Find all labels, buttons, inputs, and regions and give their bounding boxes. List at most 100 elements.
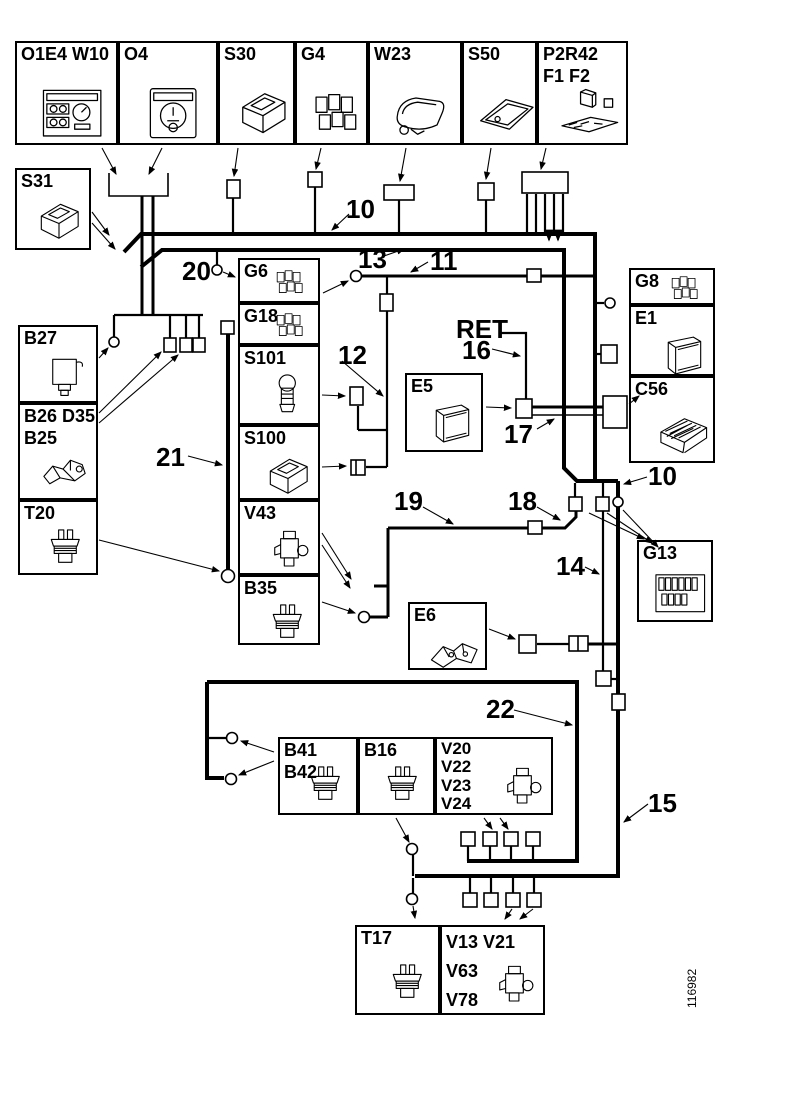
component-box-S101: S101 [238, 345, 320, 425]
component-box-V13-V21-V63-V78: V13 V21 V63 V78 [440, 925, 545, 1015]
wire-number-label: 19 [394, 486, 423, 516]
component-box-E1: E1 [629, 305, 715, 376]
wire-number-label: 22 [486, 694, 515, 724]
component-box-W23: W23 [368, 41, 462, 145]
component-box-S50: S50 [462, 41, 537, 145]
component-label: O1E4 W10 [21, 44, 110, 64]
component-art-switch3d [241, 93, 286, 134]
component-box-O4: O4 [118, 41, 218, 145]
component-box-V20-V22-V23-V24: V20 V22 V23 V24 [435, 737, 553, 815]
component-label: E6 [414, 605, 437, 625]
component-label: B41 B42 [284, 740, 318, 782]
component-art-lamp [396, 97, 445, 135]
component-label: S50 [468, 44, 501, 64]
component-art-sensor [392, 964, 422, 998]
component-art-canister [52, 358, 83, 396]
component-art-connblock [671, 275, 698, 299]
component-box-B27: B27 [18, 325, 98, 403]
wire-number-label: 12 [338, 340, 367, 370]
component-label: G8 [635, 271, 660, 291]
component-label: T17 [361, 928, 393, 948]
wire-number-label: RET [456, 314, 508, 344]
component-art-module [435, 404, 470, 443]
component-box-P2-R42-F1-F2: P2R42 F1 F2 [537, 41, 628, 145]
component-label: C56 [635, 379, 669, 399]
component-box-G8: G8 [629, 268, 715, 305]
component-box-C56: C56 [629, 376, 715, 463]
doc-number: 116982 [685, 969, 699, 1008]
component-box-S31: S31 [15, 168, 91, 250]
component-box-V43: V43 [238, 500, 320, 575]
bus-lines [122, 232, 620, 878]
component-art-stalk [278, 374, 296, 413]
wire-number-label: 20 [182, 256, 211, 286]
component-label: B35 [244, 578, 278, 598]
component-art-switch3d [269, 458, 308, 494]
component-label: O4 [124, 44, 149, 64]
component-label: V43 [244, 503, 277, 523]
component-art-module [667, 336, 702, 375]
component-label: S101 [244, 348, 287, 368]
component-box-E5: E5 [405, 373, 483, 452]
component-box-B26-D35-B25: B26 D35 B25 [18, 403, 98, 500]
component-art-switch3d [40, 203, 79, 239]
component-box-G13: G13 [637, 540, 713, 622]
component-box-T20: T20 [18, 500, 98, 575]
component-box-G4: G4 [295, 41, 368, 145]
component-art-bracket [430, 643, 478, 668]
component-art-relayfuse [560, 88, 618, 133]
wire-number-label: 15 [648, 788, 677, 818]
component-box-S30: S30 [218, 41, 295, 145]
component-box-E6: E6 [408, 602, 487, 670]
component-box-G18: G18 [238, 303, 320, 345]
wire-number-label: 16 [462, 335, 491, 365]
component-box-G6: G6 [238, 258, 320, 303]
component-art-sensor [387, 766, 417, 800]
bracket-connector [108, 173, 169, 197]
component-label: P2R42 F1 F2 [543, 44, 599, 86]
component-art-valve [274, 530, 309, 567]
component-art-heater [660, 418, 708, 454]
component-label: B27 [24, 328, 58, 348]
component-label: B26 D35 B25 [24, 406, 96, 448]
component-box-B35: B35 [238, 575, 320, 645]
component-art-cluster [42, 89, 101, 137]
arrow-wires [544, 229, 563, 242]
component-label: W23 [374, 44, 412, 64]
component-label: B16 [364, 740, 398, 760]
component-label: G6 [244, 261, 269, 281]
component-label: S30 [224, 44, 257, 64]
component-label: V13 V21 V63 V78 [446, 932, 516, 1011]
wire-connectors [108, 171, 628, 908]
wire-number-label: 21 [156, 442, 185, 472]
wire-number-label: 14 [556, 551, 585, 581]
component-art-plate [479, 99, 534, 130]
component-label: S31 [21, 171, 54, 191]
component-box-S100: S100 [238, 425, 320, 500]
branch-wires [140, 196, 618, 646]
component-art-connblock [314, 93, 356, 130]
component-label: G13 [643, 543, 678, 563]
component-art-sensor [50, 529, 80, 563]
component-art-valve [499, 965, 534, 1002]
component-box-T17: T17 [355, 925, 440, 1015]
component-art-gauge [149, 88, 197, 139]
component-label: G4 [301, 44, 326, 64]
component-box-B16: B16 [358, 737, 435, 815]
component-art-valve [507, 767, 542, 804]
wire-number-label: 10 [346, 194, 375, 224]
component-art-sensor [310, 766, 340, 800]
wire-number-label: 13 [358, 244, 387, 274]
wire-number-label: 11 [430, 246, 458, 276]
wire-number-label: 10 [648, 461, 677, 491]
component-label: V20 V22 V23 V24 [441, 739, 472, 814]
wire-number-label: 18 [508, 486, 537, 516]
component-art-pumpasm [43, 459, 86, 485]
wire-number-label: 17 [504, 419, 533, 449]
component-art-sensor [272, 604, 302, 638]
component-art-connblock [276, 269, 303, 293]
component-label: S100 [244, 428, 287, 448]
component-art-gridblock [655, 574, 706, 613]
